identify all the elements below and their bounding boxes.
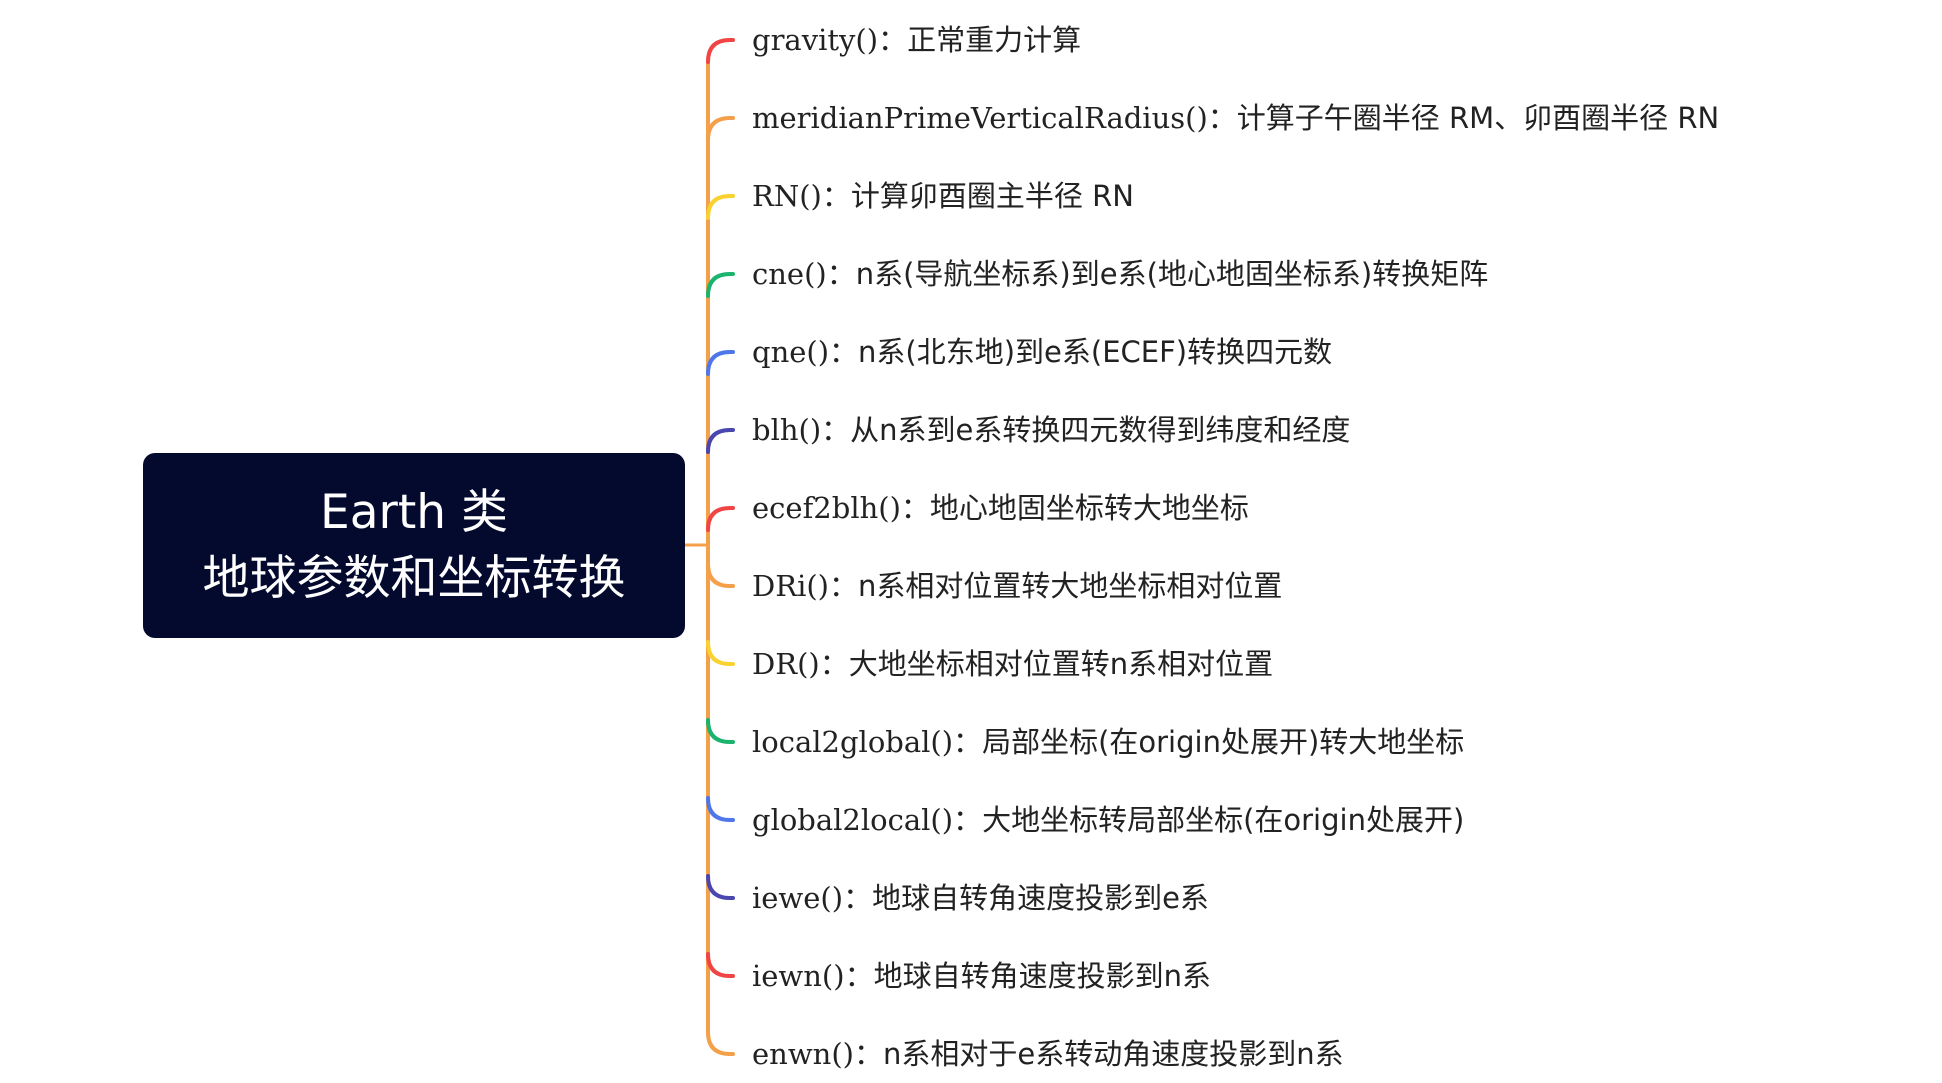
root-node[interactable]: Earth 类 地球参数和坐标转换 <box>143 453 685 638</box>
branch-description: n系相对于e系转动角速度投影到n系 <box>882 1037 1344 1071</box>
branch-connector <box>706 952 735 978</box>
branch-iewn[interactable]: iewn()：地球自转角速度投影到n系 <box>752 954 1211 998</box>
branch-method: cne() <box>752 257 827 291</box>
branch-method: local2global() <box>752 725 954 759</box>
branch-separator: ： <box>853 1037 883 1071</box>
branch-description: 地球自转角速度投影到n系 <box>873 959 1211 993</box>
branch-local2global[interactable]: local2global()：局部坐标(在origin处展开)转大地坐标 <box>752 720 1464 764</box>
branch-separator: ： <box>819 647 849 681</box>
branch-connector <box>706 640 735 666</box>
branch-connector <box>706 194 735 220</box>
branch-connector <box>706 1030 735 1056</box>
branch-connector <box>706 796 735 822</box>
branch-description: n系(北东地)到e系(ECEF)转换四元数 <box>858 335 1333 369</box>
branch-separator: ： <box>878 23 908 57</box>
branch-method: ecef2blh() <box>752 491 901 525</box>
branch-connector <box>706 38 735 64</box>
branch-gravity[interactable]: gravity()：正常重力计算 <box>752 18 1081 62</box>
branch-connector <box>706 272 735 298</box>
branch-method: qne() <box>752 335 830 369</box>
branch-description: 大地坐标转局部坐标(在origin处展开) <box>982 803 1465 837</box>
branch-ecef2blh[interactable]: ecef2blh()：地心地固坐标转大地坐标 <box>752 486 1249 530</box>
branch-connector <box>706 428 735 454</box>
branch-description: 局部坐标(在origin处展开)转大地坐标 <box>982 725 1465 759</box>
branch-description: 计算子午圈半径 RM、卯酉圈半径 RN <box>1236 101 1720 135</box>
branch-dri[interactable]: DRi()：n系相对位置转大地坐标相对位置 <box>752 564 1282 608</box>
branch-method: DR() <box>752 647 820 681</box>
branch-separator: ： <box>829 569 859 603</box>
branch-method: RN() <box>752 179 822 213</box>
branch-connector <box>706 718 735 744</box>
branch-cne[interactable]: cne()：n系(导航坐标系)到e系(地心地固坐标系)转换矩阵 <box>752 252 1488 296</box>
branch-separator: ： <box>953 725 983 759</box>
branch-description: 从n系到e系转换四元数得到纬度和经度 <box>850 413 1351 447</box>
branch-connector <box>706 506 735 532</box>
branch-separator: ： <box>826 257 856 291</box>
branch-description: 计算卯酉圈主半径 RN <box>850 179 1134 213</box>
branch-description: n系(导航坐标系)到e系(地心地固坐标系)转换矩阵 <box>855 257 1489 291</box>
branch-dr[interactable]: DR()：大地坐标相对位置转n系相对位置 <box>752 642 1273 686</box>
branch-description: 地球自转角速度投影到e系 <box>872 881 1209 915</box>
branch-separator: ： <box>821 179 851 213</box>
branch-separator: ： <box>1207 101 1237 135</box>
branch-separator: ： <box>953 803 983 837</box>
branch-connector <box>706 874 735 900</box>
branch-rn[interactable]: RN()：计算卯酉圈主半径 RN <box>752 174 1134 218</box>
branch-connector <box>706 116 735 142</box>
branch-method: global2local() <box>752 803 954 837</box>
branch-method: DRi() <box>752 569 829 603</box>
branch-qne[interactable]: qne()：n系(北东地)到e系(ECEF)转换四元数 <box>752 330 1332 374</box>
branch-separator: ： <box>829 335 859 369</box>
branch-method: iewe() <box>752 881 844 915</box>
branch-meridian-prime-vertical-radius[interactable]: meridianPrimeVerticalRadius()：计算子午圈半径 RM… <box>752 96 1719 140</box>
branch-description: 地心地固坐标转大地坐标 <box>929 491 1249 525</box>
root-subtitle: 地球参数和坐标转换 <box>202 550 626 606</box>
branch-blh[interactable]: blh()：从n系到e系转换四元数得到纬度和经度 <box>752 408 1350 452</box>
branch-connector <box>706 350 735 376</box>
branch-method: meridianPrimeVerticalRadius() <box>752 101 1208 135</box>
branch-separator: ： <box>900 491 930 525</box>
branch-separator: ： <box>843 881 873 915</box>
branch-separator: ： <box>821 413 851 447</box>
branch-description: 正常重力计算 <box>907 23 1082 57</box>
branch-connector <box>706 562 735 588</box>
branch-description: n系相对位置转大地坐标相对位置 <box>858 569 1283 603</box>
branch-description: 大地坐标相对位置转n系相对位置 <box>848 647 1274 681</box>
branch-separator: ： <box>844 959 874 993</box>
branch-iewe[interactable]: iewe()：地球自转角速度投影到e系 <box>752 876 1209 920</box>
branch-global2local[interactable]: global2local()：大地坐标转局部坐标(在origin处展开) <box>752 798 1464 842</box>
root-title: Earth 类 <box>320 484 508 540</box>
branch-method: blh() <box>752 413 822 447</box>
branch-method: enwn() <box>752 1037 854 1071</box>
branch-method: gravity() <box>752 23 879 57</box>
branch-method: iewn() <box>752 959 845 993</box>
branch-enwn[interactable]: enwn()：n系相对于e系转动角速度投影到n系 <box>752 1032 1344 1076</box>
